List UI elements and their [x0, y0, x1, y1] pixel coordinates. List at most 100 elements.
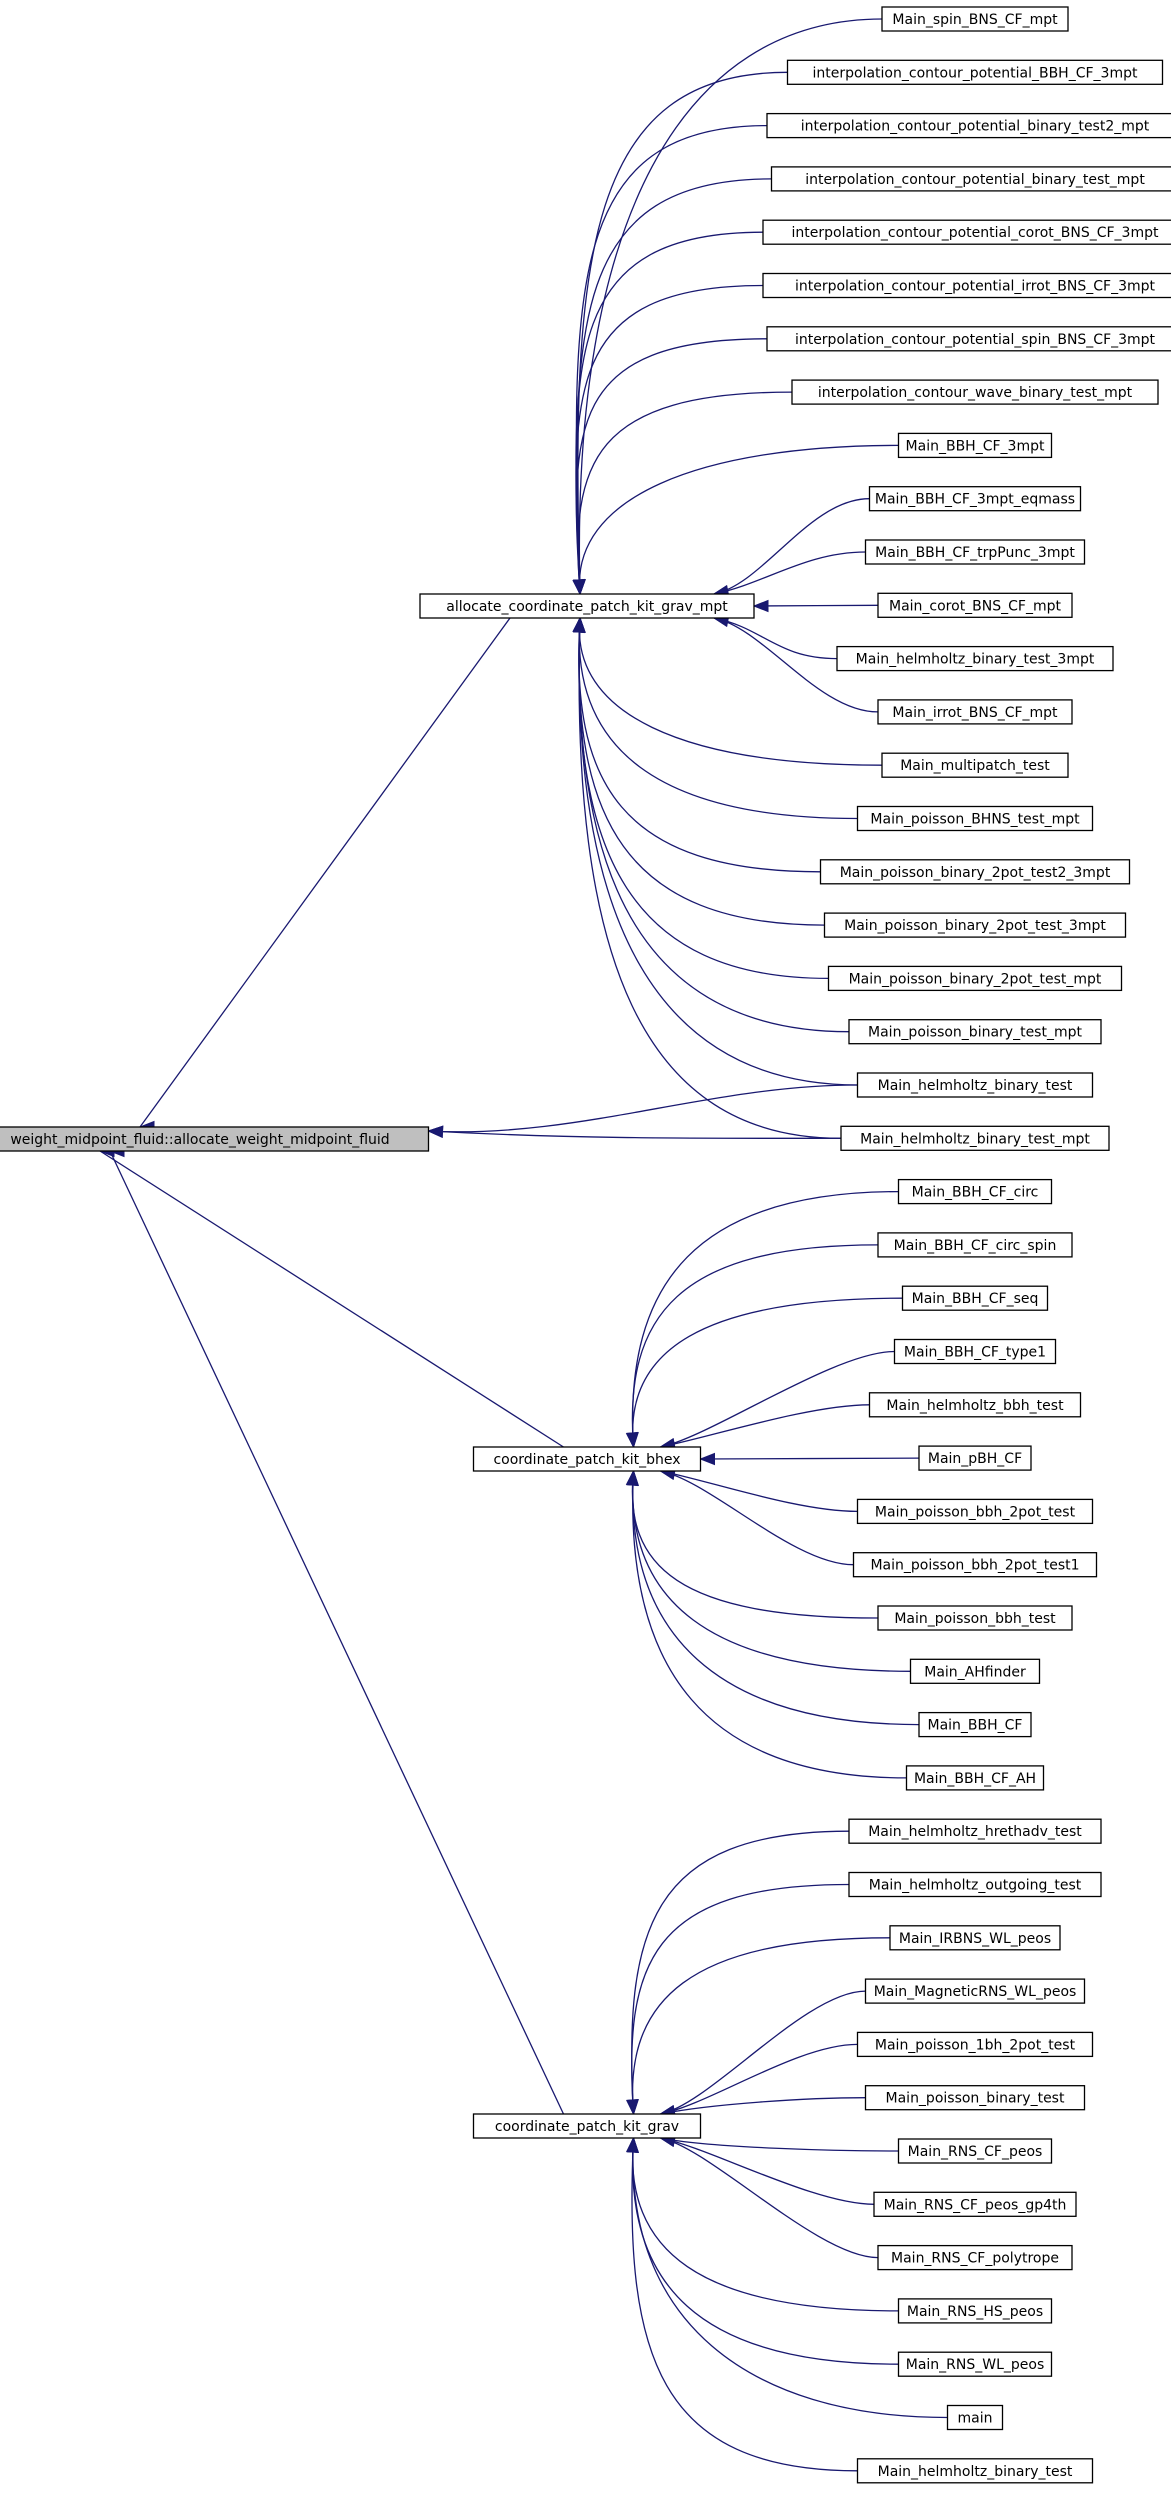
edge-root-main-helmholtz-binary-test-mpt-21-arrowhead: [427, 1125, 444, 1138]
leaf-node-main-helmholtz-binary-test-mpt[interactable]: Main_helmholtz_binary_test_mpt: [840, 1125, 1110, 1151]
edge-main-pbh-cf-27: [700, 1457, 920, 1460]
leaf-node-main-rns-cf-peos-gp4th[interactable]: Main_RNS_CF_peos_gp4th: [873, 2191, 1077, 2217]
leaf-node-interpolation-contour-potential-bbh-cf-3mpt[interactable]: interpolation_contour_potential_BBH_CF_3…: [786, 59, 1164, 85]
leaf-node-main-ahfinder-box: [909, 1658, 1041, 1684]
edge-main-corot-bns-cf-mpt-11: [753, 604, 879, 607]
leaf-node-main-poisson-binary-2pot-test2-3mpt-label: Main_poisson_binary_2pot_test2_3mpt: [840, 865, 1111, 881]
leaf-node-main-helmholtz-binary-test-3mpt[interactable]: Main_helmholtz_binary_test_3mpt: [836, 645, 1114, 672]
leaf-node-main-poisson-binary-2pot-test-3mpt[interactable]: Main_poisson_binary_2pot_test_3mpt: [823, 912, 1127, 938]
leaf-node-main-irrot-bns-cf-mpt[interactable]: Main_irrot_BNS_CF_mpt: [877, 699, 1073, 725]
leaf-node-main-poisson-bbh-2pot-test[interactable]: Main_poisson_bbh_2pot_test: [856, 1498, 1094, 1525]
leaf-node-main-poisson-bhns-test-mpt[interactable]: Main_poisson_BHNS_test_mpt: [856, 805, 1094, 832]
leaf-node-main-helmholtz-hrethadv-test[interactable]: Main_helmholtz_hrethadv_test: [848, 1818, 1102, 1844]
leaf-node-main-poisson-bbh-test[interactable]: Main_poisson_bbh_test: [877, 1605, 1073, 1631]
leaf-node-main-box: [946, 2404, 1004, 2431]
leaf-node-main-poisson-bbh-2pot-test1[interactable]: Main_poisson_bbh_2pot_test1: [852, 1552, 1098, 1578]
leaf-node-main-bbh-cf-3mpt-box: [897, 432, 1053, 459]
leaf-node-interpolation-contour-potential-binary-test2-mpt[interactable]: interpolation_contour_potential_binary_t…: [766, 112, 1171, 139]
node-coordinate-patch-kit-bhex-label: coordinate_patch_kit_bhex: [493, 1452, 680, 1468]
leaf-node-main-bbh-cf-type1-box: [893, 1338, 1057, 1365]
leaf-node-main-helmholtz-binary-test[interactable]: Main_helmholtz_binary_test: [856, 1072, 1094, 1098]
leaf-node-interpolation-contour-potential-corot-bns-cf-3mpt-label: interpolation_contour_potential_corot_BN…: [792, 225, 1159, 241]
leaf-node-main-irbns-wl-peos[interactable]: Main_IRBNS_WL_peos: [889, 1925, 1061, 1951]
leaf-node-main-rns-wl-peos[interactable]: Main_RNS_WL_peos: [897, 2351, 1053, 2377]
leaf-node-main-bbh-cf-type1-label: Main_BBH_CF_type1: [904, 1345, 1046, 1361]
leaf-node-main-bbh-cf-3mpt[interactable]: Main_BBH_CF_3mpt: [897, 432, 1053, 459]
leaf-node-main-helmholtz-bbh-test[interactable]: Main_helmholtz_bbh_test: [868, 1392, 1082, 1418]
leaf-node-main-magneticrns-wl-peos[interactable]: Main_MagneticRNS_WL_peos: [864, 1978, 1086, 2004]
leaf-node-main-rns-hs-peos[interactable]: Main_RNS_HS_peos: [897, 2298, 1053, 2324]
leaf-node-main-bbh-cf-seq[interactable]: Main_BBH_CF_seq: [901, 1285, 1049, 1311]
leaf-node-interpolation-contour-potential-binary-test-mpt[interactable]: interpolation_contour_potential_binary_t…: [770, 166, 1171, 192]
leaf-node-interpolation-contour-potential-corot-bns-cf-3mpt-box: [762, 219, 1171, 245]
leaf-node-interpolation-contour-potential-binary-test-mpt-label: interpolation_contour_potential_binary_t…: [805, 172, 1145, 188]
leaf-node-main-helmholtz-binary-test-box: [856, 2458, 1094, 2484]
leaf-node-main-bbh-cf-circ[interactable]: Main_BBH_CF_circ: [897, 1178, 1053, 1205]
leaf-node-main-helmholtz-outgoing-test-label: Main_helmholtz_outgoing_test: [869, 1878, 1082, 1894]
leaf-node-main-poisson-bbh-2pot-test-label: Main_poisson_bbh_2pot_test: [875, 1504, 1076, 1520]
leaf-node-main-poisson-binary-test[interactable]: Main_poisson_binary_test: [864, 2085, 1086, 2111]
leaf-node-main-ahfinder[interactable]: Main_AHfinder: [909, 1658, 1041, 1684]
edge-main-rns-cf-peos-gp4th-41: [660, 2137, 875, 2205]
leaf-node-main-magneticrns-wl-peos-label: Main_MagneticRNS_WL_peos: [874, 1984, 1077, 2000]
leaf-node-main-poisson-binary-2pot-test-mpt[interactable]: Main_poisson_binary_2pot_test_mpt: [827, 965, 1123, 992]
edge-interpolation-contour-wave-binary-test-mpt-7: [577, 391, 793, 595]
leaf-node-main-bbh-cf-type1[interactable]: Main_BBH_CF_type1: [893, 1338, 1057, 1365]
leaf-node-main-poisson-binary-test-mpt[interactable]: Main_poisson_binary_test_mpt: [848, 1019, 1102, 1045]
leaf-node-interpolation-contour-potential-irrot-bns-cf-3mpt[interactable]: interpolation_contour_potential_irrot_BN…: [762, 272, 1171, 299]
leaf-node-interpolation-contour-wave-binary-test-mpt[interactable]: interpolation_contour_wave_binary_test_m…: [791, 379, 1159, 405]
leaf-node-main-helmholtz-outgoing-test[interactable]: Main_helmholtz_outgoing_test: [848, 1871, 1102, 1898]
leaf-node-main-bbh-cf-trppunc-3mpt[interactable]: Main_BBH_CF_trpPunc_3mpt: [864, 539, 1086, 565]
leaf-node-main-helmholtz-binary-test-3mpt-label: Main_helmholtz_binary_test_3mpt: [856, 652, 1095, 668]
leaf-node-main-bbh-cf[interactable]: Main_BBH_CF: [918, 1711, 1032, 1738]
leaf-node-main-corot-bns-cf-mpt[interactable]: Main_corot_BNS_CF_mpt: [877, 592, 1073, 618]
edge-main-irbns-wl-peos-36: [631, 1937, 891, 2115]
leaf-node-main-rns-cf-polytrope[interactable]: Main_RNS_CF_polytrope: [877, 2244, 1073, 2271]
leaf-node-main-poisson-bbh-test-box: [877, 1605, 1073, 1631]
leaf-node-main-bbh-cf-ah-box: [905, 1765, 1045, 1791]
root-node-allocate-weight-midpoint-fluid[interactable]: weight_midpoint_fluid::allocate_weight_m…: [0, 1126, 430, 1152]
edge-interpolation-contour-potential-irrot-bns-cf-3mpt-5: [575, 284, 764, 595]
edge-main-poisson-bbh-2pot-test1-29: [660, 1470, 854, 1566]
edge-main-poisson-1bh-2pot-test-38: [660, 2043, 858, 2115]
leaf-node-main-helmholtz-binary-test-box: [856, 1072, 1094, 1098]
leaf-node-main-rns-cf-polytrope-box: [877, 2244, 1073, 2271]
leaf-node-main-rns-cf-peos-box: [897, 2138, 1053, 2164]
leaf-node-main-helmholtz-hrethadv-test-box: [848, 1818, 1102, 1844]
leaf-node-main-bbh-cf-3mpt-eqmass[interactable]: Main_BBH_CF_3mpt_eqmass: [868, 486, 1082, 512]
leaf-node-main-poisson-binary-2pot-test2-3mpt[interactable]: Main_poisson_binary_2pot_test2_3mpt: [819, 859, 1131, 885]
edge-main-bbh-cf-3mpt-8-arrowhead: [572, 578, 585, 596]
leaf-node-interpolation-contour-potential-spin-bns-cf-3mpt[interactable]: interpolation_contour_potential_spin_BNS…: [766, 326, 1171, 352]
leaf-node-main-bbh-cf-ah[interactable]: Main_BBH_CF_AH: [905, 1765, 1045, 1791]
leaf-node-interpolation-contour-potential-irrot-bns-cf-3mpt-label: interpolation_contour_potential_irrot_BN…: [795, 279, 1156, 295]
edge-main-ahfinder-31: [632, 1470, 911, 1672]
leaf-node-main-spin-bns-cf-mpt[interactable]: Main_spin_BNS_CF_mpt: [881, 6, 1069, 32]
leaf-node-main-bbh-cf-3mpt-eqmass-box: [868, 486, 1082, 512]
leaf-node-main-label: main: [958, 2411, 993, 2427]
leaf-node-main-rns-cf-peos[interactable]: Main_RNS_CF_peos: [897, 2138, 1053, 2164]
leaf-node-main-poisson-binary-2pot-test-mpt-label: Main_poisson_binary_2pot_test_mpt: [849, 971, 1102, 987]
leaf-node-main-magneticrns-wl-peos-box: [864, 1978, 1086, 2004]
edge-main-corot-bns-cf-mpt-11-arrowhead: [752, 599, 769, 613]
leaf-node-main-poisson-binary-2pot-test-3mpt-box: [823, 912, 1127, 938]
node-coordinate-patch-kit-grav[interactable]: coordinate_patch_kit_grav: [472, 2113, 702, 2139]
node-allocate-coordinate-patch-kit-grav-mpt[interactable]: allocate_coordinate_patch_kit_grav_mpt: [419, 593, 755, 619]
edge-main-bbh-cf-circ-spin-23: [631, 1244, 879, 1448]
leaf-node-main-bbh-cf-seq-label: Main_BBH_CF_seq: [912, 1291, 1039, 1307]
leaf-node-main-rns-hs-peos-label: Main_RNS_HS_peos: [907, 2304, 1043, 2320]
edge-main-poisson-bhns-test-mpt-15: [578, 617, 858, 820]
leaf-node-main-rns-cf-polytrope-label: Main_RNS_CF_polytrope: [891, 2251, 1059, 2267]
edge-main-helmholtz-binary-test-mpt-21-arrowhead: [573, 616, 586, 633]
edge-main-bbh-cf-type1-25: [660, 1350, 895, 1448]
leaf-node-main-poisson-1bh-2pot-test[interactable]: Main_poisson_1bh_2pot_test: [856, 2031, 1094, 2058]
leaf-node-interpolation-contour-potential-corot-bns-cf-3mpt[interactable]: interpolation_contour_potential_corot_BN…: [762, 219, 1171, 245]
leaf-node-main-bbh-cf-circ-spin[interactable]: Main_BBH_CF_circ_spin: [877, 1232, 1073, 1258]
leaf-node-main[interactable]: main: [946, 2404, 1004, 2431]
node-coordinate-patch-kit-bhex[interactable]: coordinate_patch_kit_bhex: [472, 1446, 702, 1472]
leaf-node-main-helmholtz-binary-test[interactable]: Main_helmholtz_binary_test: [856, 2458, 1094, 2484]
leaf-node-main-multipatch-test[interactable]: Main_multipatch_test: [881, 752, 1069, 778]
leaf-node-main-pbh-cf[interactable]: Main_pBH_CF: [918, 1445, 1032, 1471]
leaf-node-main-rns-wl-peos-label: Main_RNS_WL_peos: [906, 2357, 1045, 2373]
leaf-node-interpolation-contour-wave-binary-test-mpt-label: interpolation_contour_wave_binary_test_m…: [818, 385, 1133, 401]
leaf-node-main-rns-cf-peos-gp4th-label: Main_RNS_CF_peos_gp4th: [884, 2197, 1067, 2213]
